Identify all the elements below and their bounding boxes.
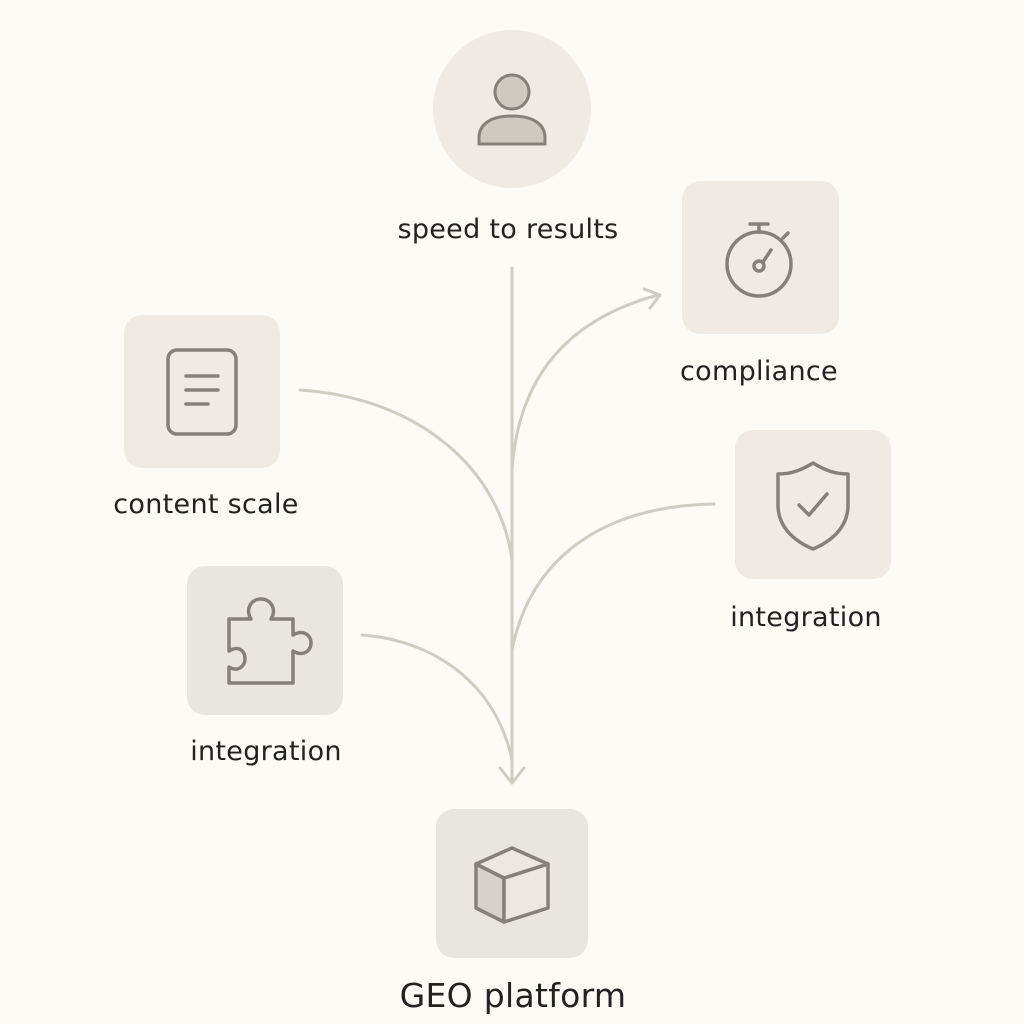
connector-from-integration-right	[510, 502, 716, 652]
document-icon	[166, 347, 238, 436]
integration-left-node[interactable]	[187, 566, 343, 715]
cube-icon	[474, 845, 550, 924]
connector-from-content-scale	[298, 388, 514, 562]
content-scale-label: content scale	[113, 489, 299, 520]
user-icon	[477, 73, 547, 146]
integration-left-label: integration	[190, 736, 342, 767]
geo-platform-node[interactable]	[436, 809, 588, 958]
connector-arrowhead-down	[498, 766, 526, 785]
shield-check-icon	[776, 460, 850, 551]
integration-right-label: integration	[730, 602, 882, 633]
stopwatch-icon	[724, 221, 793, 298]
compliance-label: compliance	[680, 356, 838, 387]
compliance-node[interactable]	[682, 181, 839, 334]
connector-arrowhead-compliance	[642, 287, 662, 310]
speed-to-results-label: speed to results	[397, 214, 619, 245]
geo-platform-label: GEO platform	[399, 976, 627, 1015]
connector-to-compliance	[510, 293, 660, 472]
puzzle-piece-icon	[227, 596, 313, 685]
speed-to-results-node[interactable]	[433, 30, 591, 188]
content-scale-node[interactable]	[124, 315, 280, 468]
connector-from-integration-left	[360, 633, 514, 762]
integration-right-node[interactable]	[735, 430, 891, 579]
